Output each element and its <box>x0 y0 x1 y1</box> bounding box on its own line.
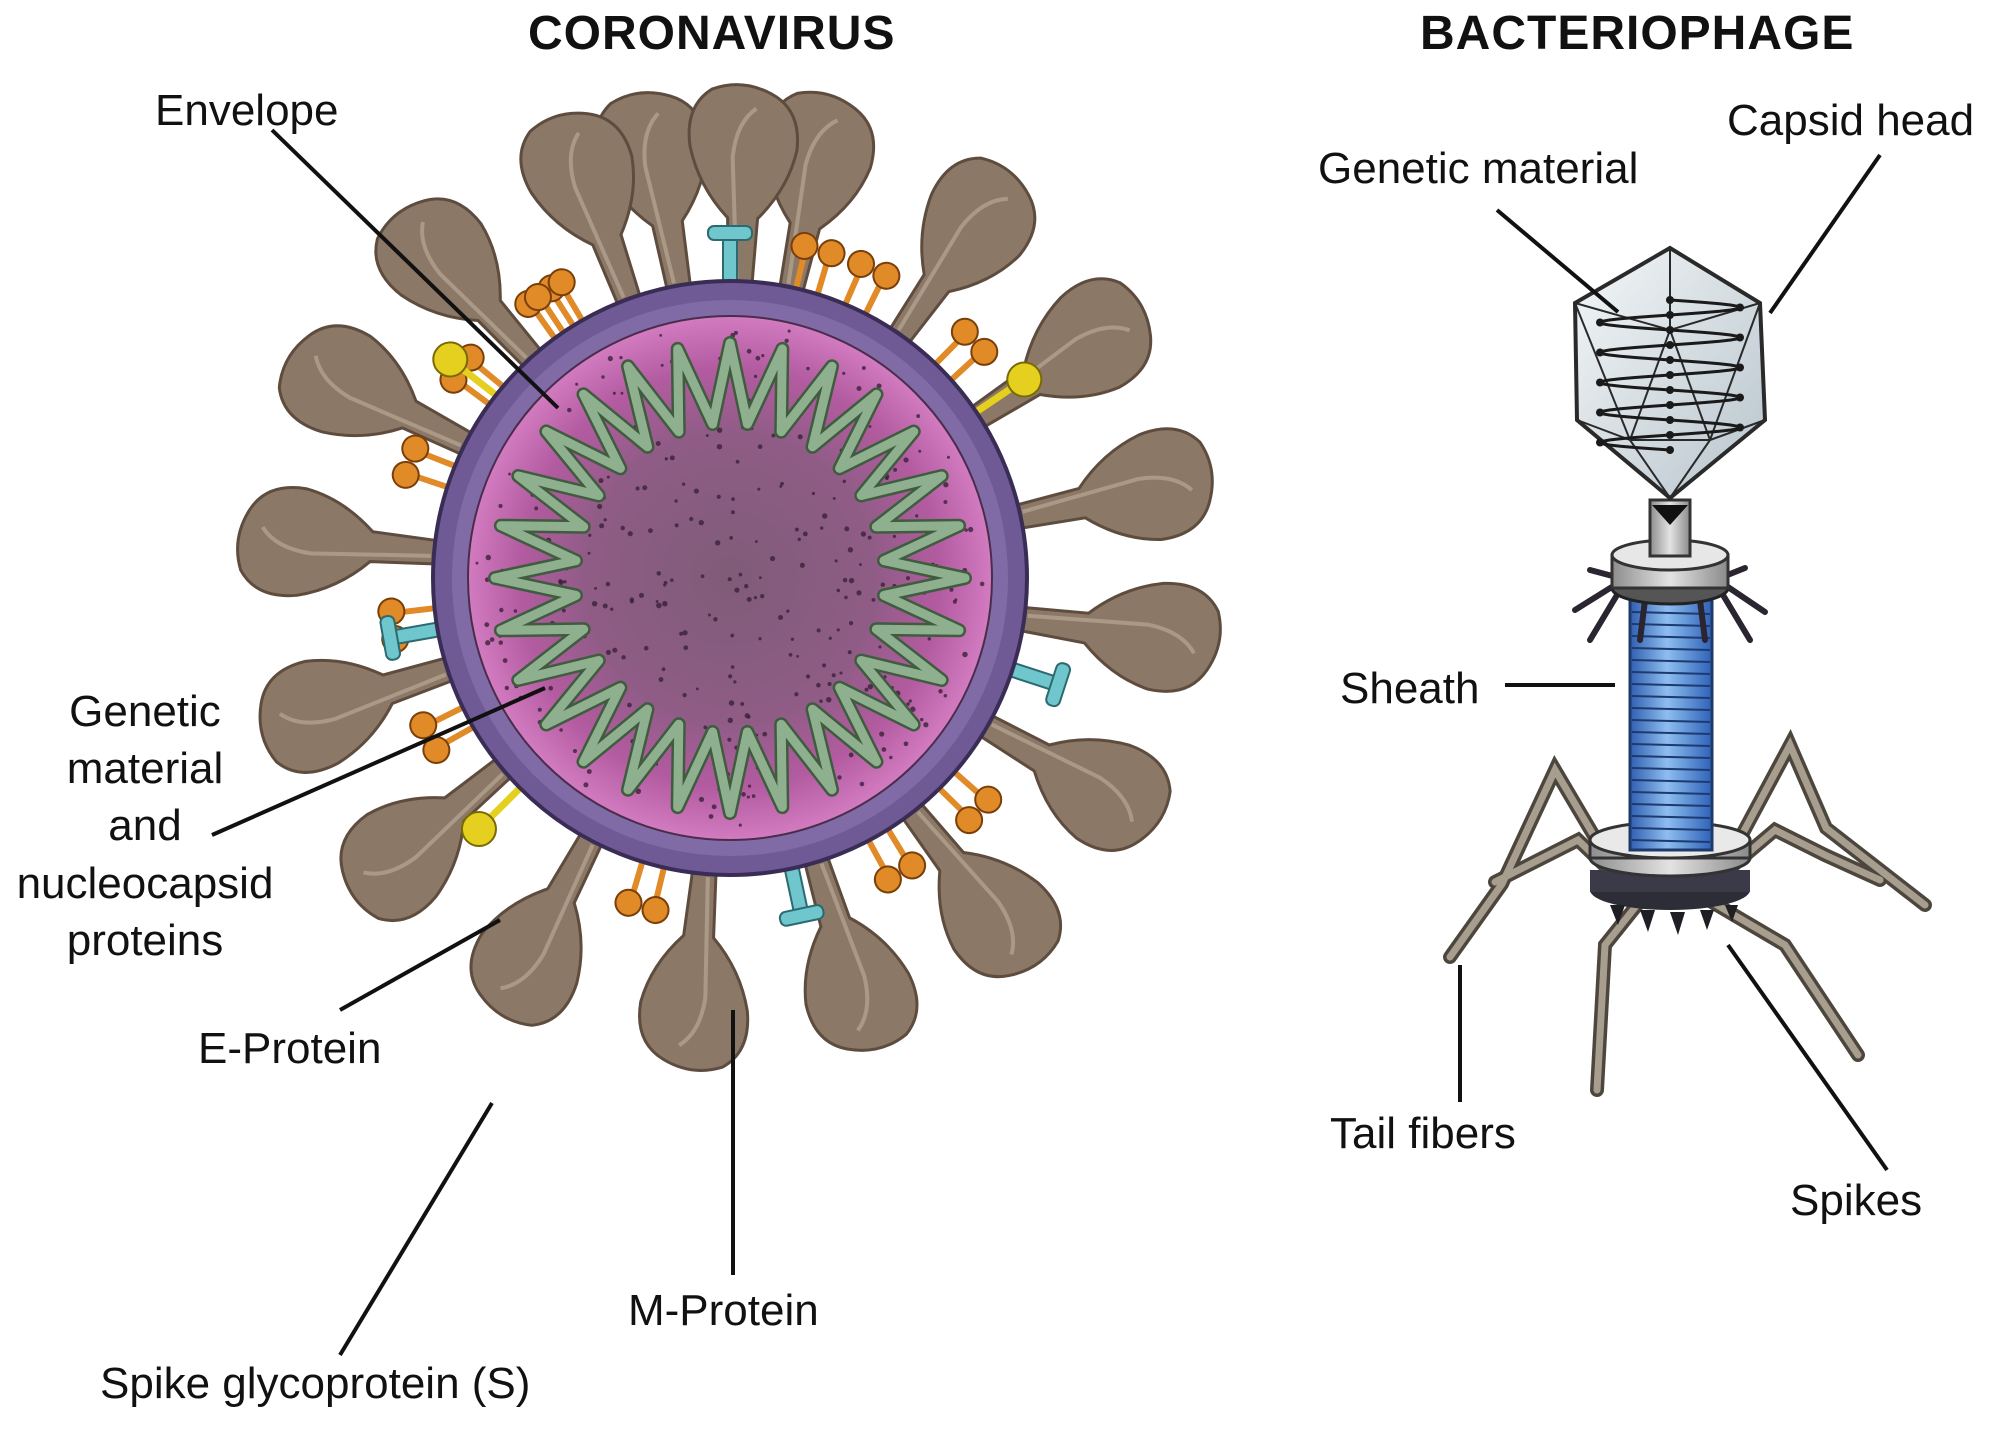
phage-dna-beads <box>1596 296 1744 454</box>
label-genetic-material: Genetic material <box>1318 144 1639 193</box>
spike-glycoprotein-leader <box>338 1101 494 1357</box>
spike-glycoprotein <box>964 706 1172 852</box>
bacteriophage-illustration <box>1443 245 1932 1097</box>
bacteriophage-leader-lines <box>1458 153 1889 1172</box>
spike-glycoprotein <box>236 486 454 598</box>
spike-glycoprotein <box>469 818 611 1027</box>
neck-connector <box>1652 505 1688 525</box>
genetic-material-rna-fill <box>490 338 970 818</box>
spike-glycoprotein <box>956 277 1153 437</box>
spike-glycoprotein <box>638 854 750 1072</box>
capsid-facets <box>1574 248 1766 500</box>
coronavirus-title: CORONAVIRUS <box>528 7 896 60</box>
label-tail-fibers: Tail fibers <box>1330 1109 1516 1158</box>
coronavirus-illustration <box>236 83 1222 1072</box>
spike-glycoprotein <box>519 111 647 321</box>
collar-whiskers <box>1572 565 1768 643</box>
spike-glycoproteins <box>236 83 1222 1072</box>
spike-glycoprotein <box>374 197 553 380</box>
label-spikes: Spikes <box>1790 1176 1923 1225</box>
tail-fiber <box>1693 888 1865 1062</box>
label-e-protein: E-Protein <box>198 1024 382 1073</box>
label-capsid-head: Capsid head <box>1727 96 1975 145</box>
spike-glycoprotein <box>879 156 1037 357</box>
base-plate-body <box>1590 870 1750 892</box>
e-protein <box>943 361 1043 436</box>
spike-glycoprotein <box>999 427 1214 541</box>
spike-glycoprotein <box>339 747 525 923</box>
label-genetic-material-and-nucleocapsid: Genetic material and nucleocapsid protei… <box>16 687 274 965</box>
label-envelope: Envelope <box>155 86 339 135</box>
spike-glycoprotein <box>687 83 800 301</box>
base-spikes <box>1610 905 1738 935</box>
spike-glycoprotein <box>277 324 488 463</box>
spike-glycoprotein <box>891 789 1063 979</box>
envelope-leader <box>270 128 560 410</box>
label-m-protein: M-Protein <box>628 1286 819 1335</box>
spike-glycoprotein <box>799 840 919 1052</box>
bacteriophage-title: BACTERIOPHAGE <box>1420 7 1855 60</box>
spike-glycoprotein <box>1004 581 1222 693</box>
label-sheath: Sheath <box>1340 664 1480 713</box>
e-protein-leader <box>339 918 501 1012</box>
spike-glycoprotein <box>258 652 469 774</box>
genetic-material-leader-phage <box>1495 208 1620 314</box>
spikes-leader <box>1726 943 1889 1172</box>
label-spike-glycoprotein: Spike glycoprotein (S) <box>100 1359 531 1408</box>
capsid-head-leader <box>1768 153 1882 315</box>
coronavirus-leader-lines <box>211 128 735 1357</box>
genetic-material-leader <box>211 686 546 837</box>
